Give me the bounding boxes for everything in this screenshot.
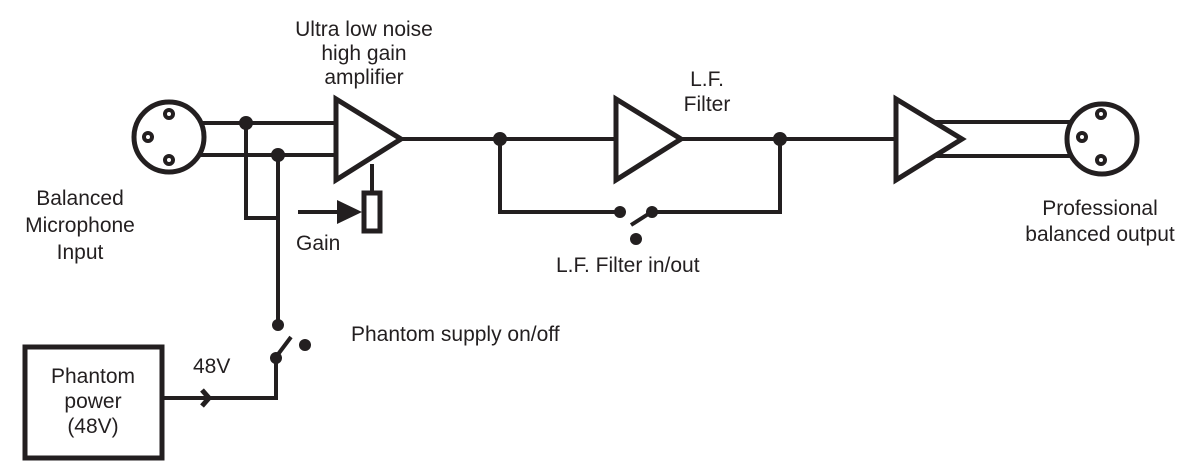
label-line: balanced output bbox=[1025, 223, 1175, 246]
output-amplifier-triangle-icon bbox=[893, 94, 967, 185]
phantom-feed-wire bbox=[244, 123, 278, 220]
resistor-icon bbox=[361, 190, 383, 234]
lf-filter-bypass-switch[interactable] bbox=[498, 139, 782, 245]
bypass-wire bbox=[498, 139, 620, 214]
label-line: Professional bbox=[1042, 197, 1158, 220]
label-line: (48V) bbox=[67, 415, 118, 438]
gain-potentiometer[interactable] bbox=[298, 190, 383, 234]
connector-pin bbox=[142, 131, 154, 143]
switch-lever-icon bbox=[629, 209, 655, 227]
output-xlr-connector bbox=[1064, 101, 1140, 177]
phantom-switch-label: Phantom supply on/off bbox=[351, 323, 560, 346]
phantom-voltage-label: 48V bbox=[193, 355, 230, 378]
amplifier-label: Ultra low noise high gain amplifier bbox=[295, 18, 433, 89]
label-line: Phantom bbox=[51, 365, 135, 388]
label-line: L.F. bbox=[690, 68, 724, 91]
input-connector-body bbox=[131, 99, 207, 175]
connector-pin bbox=[1076, 131, 1088, 143]
bypass-wire bbox=[652, 139, 782, 214]
lf-switch-label: L.F. Filter in/out bbox=[556, 254, 700, 277]
connector-pin bbox=[1095, 154, 1107, 166]
phantom-feed-network bbox=[239, 116, 285, 325]
lf-filter-block bbox=[613, 94, 686, 185]
label-line: Filter bbox=[684, 93, 731, 116]
input-label: Balanced Microphone Input bbox=[25, 187, 135, 264]
phantom-supply-wire bbox=[163, 358, 278, 400]
switch-contact bbox=[614, 206, 626, 218]
connector-pin bbox=[163, 154, 175, 166]
label-line: power bbox=[64, 390, 121, 413]
wiper-arrow-head-icon bbox=[337, 200, 362, 224]
connector-pin bbox=[1095, 108, 1107, 120]
label-line: Balanced bbox=[36, 187, 124, 210]
output-driver-amplifier bbox=[893, 94, 1072, 185]
label-line: Input bbox=[57, 241, 104, 264]
label-line: high gain bbox=[321, 42, 406, 65]
output-connector-body bbox=[1064, 101, 1140, 177]
phantom-supply-switch[interactable] bbox=[163, 319, 311, 408]
lf-filter-label: L.F. Filter bbox=[684, 68, 731, 116]
filter-triangle-icon bbox=[613, 94, 686, 185]
connector-pin bbox=[163, 108, 175, 120]
switch-contact bbox=[299, 339, 311, 351]
input-xlr-connector bbox=[131, 99, 336, 175]
amplifier-triangle-icon bbox=[333, 94, 406, 185]
junction-dot bbox=[239, 116, 253, 130]
label-line: Ultra low noise bbox=[295, 18, 433, 41]
preamp-amplifier bbox=[333, 94, 406, 193]
output-label: Professional balanced output bbox=[1025, 197, 1175, 246]
phantom-box-label: Phantom power (48V) bbox=[51, 365, 135, 438]
label-line: amplifier bbox=[324, 66, 403, 89]
gain-label: Gain bbox=[296, 232, 340, 255]
label-line: Microphone bbox=[25, 214, 135, 237]
junction-dot bbox=[271, 148, 285, 162]
direction-arrow-icon bbox=[200, 388, 213, 408]
switch-contact bbox=[630, 233, 642, 245]
phantom-power-box bbox=[22, 344, 165, 461]
switch-contact bbox=[272, 319, 284, 331]
